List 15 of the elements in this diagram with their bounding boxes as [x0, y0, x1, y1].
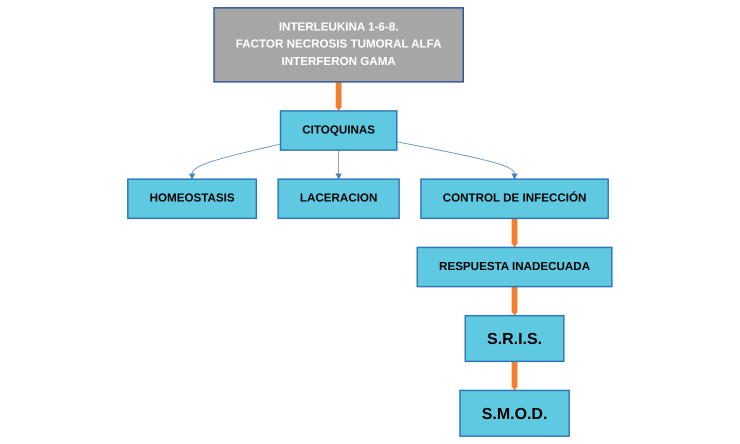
- arrow: [396, 141, 518, 180]
- node-box: S.R.I.S.: [464, 314, 565, 362]
- arrow: [336, 81, 342, 112]
- arrow: [512, 360, 518, 391]
- arrow: [512, 218, 518, 248]
- node-box: HOMEOSTASIS: [127, 178, 258, 220]
- node-box: LACERACION: [278, 178, 400, 220]
- node-box: CONTROL DE INFECCIÓN: [420, 178, 610, 220]
- arrow: [512, 286, 518, 316]
- node-box: INTERLEUKINA 1-6-8. FACTOR NECROSIS TUMORAL ALFA INTERFERON GAMA: [213, 7, 464, 83]
- arrow: [189, 144, 282, 180]
- node-box: RESPUESTA INADECUADA: [416, 246, 613, 288]
- node-box: S.M.O.D.: [459, 390, 570, 437]
- arrow: [336, 150, 342, 180]
- node-box: CITOQUINAS: [280, 110, 398, 151]
